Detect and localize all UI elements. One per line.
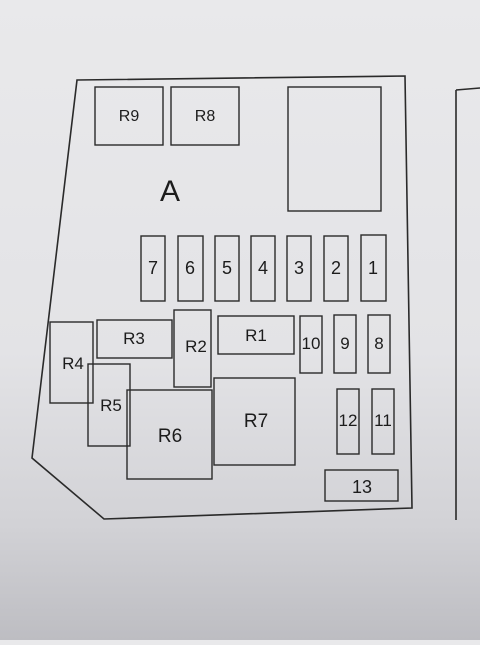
fuse-2: 2: [323, 235, 349, 302]
fuse-box-outline: [31, 75, 413, 520]
relay-r3: R3: [96, 319, 173, 359]
relay-r4-label: R4: [62, 354, 84, 373]
relay-r1-label: R1: [245, 326, 267, 345]
fuse-11: 11: [371, 388, 395, 455]
relay-r5: R5: [87, 363, 131, 447]
relay-r8-label: R8: [195, 108, 216, 125]
relay-r7-label: R7: [244, 411, 268, 432]
fuse-6: 6: [177, 235, 204, 302]
relay-r2-label: R2: [185, 337, 207, 356]
fuse-9: 9: [333, 314, 357, 374]
fuse-4-label: 4: [258, 258, 268, 278]
relay-r6-label: R6: [158, 426, 182, 447]
relay-r7: R7: [213, 377, 296, 466]
relay-r9: R9: [94, 86, 164, 146]
fuse-1-label: 1: [368, 258, 378, 278]
fuse-3: 3: [286, 235, 312, 302]
relay-r9-label: R9: [119, 108, 140, 125]
fuse-3-label: 3: [294, 258, 304, 278]
relay-r1: R1: [217, 315, 295, 355]
relay-r8: R8: [170, 86, 240, 146]
fuse-12-label: 12: [339, 411, 358, 430]
fuse-10-label: 10: [302, 334, 321, 353]
relay-r5-label: R5: [100, 396, 122, 415]
fuse-5: 5: [214, 235, 240, 302]
fuse-8-label: 8: [374, 334, 383, 353]
fuse-7: 7: [140, 235, 166, 302]
relay-r3-label: R3: [123, 329, 145, 348]
fuse-8: 8: [367, 314, 391, 374]
empty-compartment: [287, 86, 382, 212]
fuse-2-label: 2: [331, 258, 341, 278]
fuse-5-label: 5: [222, 258, 232, 278]
fuse-6-label: 6: [185, 258, 195, 278]
fuse-7-label: 7: [148, 258, 158, 278]
relay-r4: R4: [49, 321, 94, 404]
fuse-12: 12: [336, 388, 360, 455]
section-label: A: [160, 175, 180, 208]
fuse-4: 4: [250, 235, 276, 302]
adjacent-panel-edge: [455, 87, 480, 520]
relay-r6: R6: [126, 389, 213, 480]
fuse-9-label: 9: [340, 334, 349, 353]
fuse-13: 13: [324, 469, 399, 502]
fuse-11-label: 11: [374, 411, 392, 430]
fuse-1: 1: [360, 234, 387, 302]
fuse-13-label: 13: [352, 477, 372, 497]
fuse-10: 10: [299, 315, 323, 374]
relay-r2: R2: [173, 309, 212, 388]
